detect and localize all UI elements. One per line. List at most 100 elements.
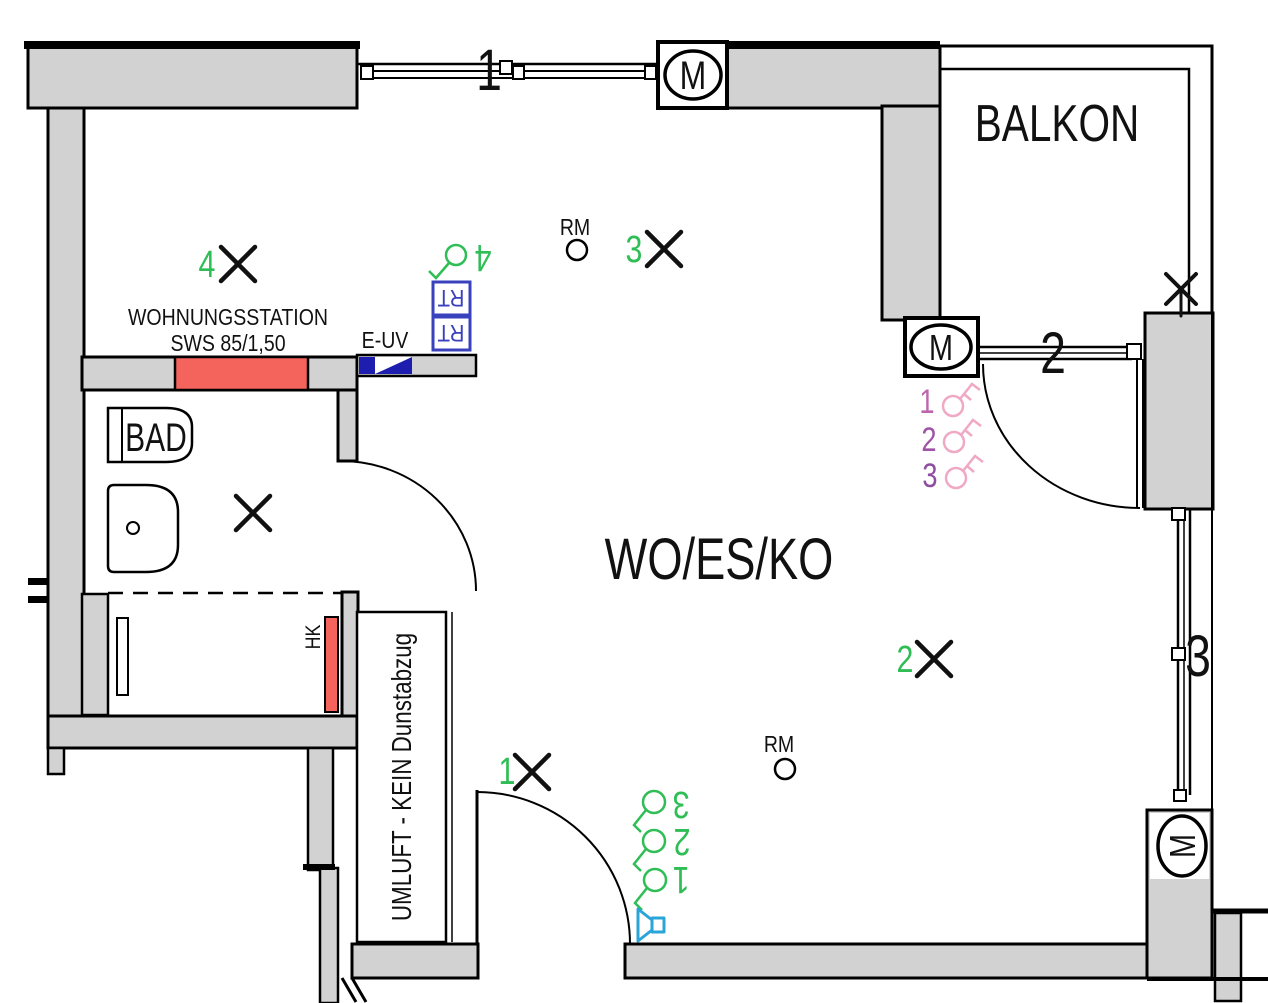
motor-window-3: M bbox=[1150, 813, 1209, 879]
switch-icon bbox=[641, 789, 667, 815]
ceiling-light-icon bbox=[218, 244, 258, 284]
window-2-number: 2 bbox=[1040, 321, 1066, 386]
e-uv-wedge-icon bbox=[375, 357, 412, 374]
light-number: 2 bbox=[897, 639, 914, 681]
rm-label: RM bbox=[560, 215, 590, 241]
wall-segment bbox=[1213, 911, 1243, 1003]
thermostat-rt-2: RT bbox=[431, 315, 472, 352]
ceiling-light-2: 2 bbox=[897, 639, 954, 681]
station-label-line1: WOHNUNGSSTATION bbox=[128, 305, 328, 331]
wall-segment bbox=[46, 106, 86, 721]
light-number: 3 bbox=[626, 229, 643, 271]
door-swing-arc bbox=[982, 363, 1141, 509]
smoke-detector-2: RM bbox=[764, 732, 797, 781]
wall-segment bbox=[318, 866, 340, 1003]
washbasin bbox=[106, 406, 194, 464]
wall-segment bbox=[721, 44, 942, 110]
motor-label: M bbox=[1162, 834, 1203, 858]
balcony-railing bbox=[940, 44, 1214, 313]
wall-segment bbox=[350, 942, 480, 980]
smoke-detector-icon bbox=[565, 238, 589, 262]
switch-icon bbox=[641, 828, 667, 854]
switch-lever bbox=[632, 809, 647, 833]
kitchen-note: UMLUFT - KEIN Dunstabzug bbox=[387, 633, 418, 921]
wall-tick bbox=[28, 578, 48, 585]
bath-door bbox=[340, 460, 477, 592]
switch-4 bbox=[428, 243, 468, 280]
balcony-switch-number: 3 bbox=[922, 456, 937, 495]
e-uv-label: E-UV bbox=[362, 328, 409, 354]
switch-icon bbox=[942, 430, 966, 454]
wall-segment bbox=[26, 44, 359, 110]
wall-segment bbox=[623, 942, 1149, 980]
wall-light-icon bbox=[1164, 272, 1198, 318]
entrance-switch-number: 1 bbox=[673, 858, 690, 900]
wall-segment bbox=[46, 746, 66, 776]
wall-segment bbox=[340, 590, 360, 721]
window-connector bbox=[1126, 343, 1142, 360]
switch-icon bbox=[444, 243, 468, 267]
window-3: 3 bbox=[1171, 313, 1213, 810]
wall-segment bbox=[880, 104, 942, 322]
window-connector bbox=[360, 65, 374, 80]
wall-segment bbox=[306, 746, 335, 872]
ceiling-light-icon bbox=[233, 493, 273, 533]
switch-icon bbox=[941, 394, 965, 418]
e-uv-unit: E-UV bbox=[355, 328, 478, 378]
room-label-living: WO/ES/KO bbox=[605, 528, 834, 593]
switch-lever bbox=[632, 848, 647, 872]
e-uv-box-icon bbox=[359, 357, 375, 374]
switch-lever bbox=[962, 454, 984, 472]
smoke-detector-1: RM bbox=[560, 215, 590, 262]
balcony-switch-group bbox=[941, 382, 984, 490]
entrance-door bbox=[475, 790, 631, 945]
window-connector bbox=[1171, 507, 1186, 521]
window-connector bbox=[512, 65, 525, 80]
radiator-hk bbox=[324, 616, 339, 713]
window-connector bbox=[644, 65, 657, 80]
entrance-switch-group bbox=[632, 789, 668, 911]
ceiling-light-icon bbox=[914, 639, 954, 679]
kitchen-unit: UMLUFT - KEIN Dunstabzug bbox=[355, 610, 453, 944]
switch-lever bbox=[428, 262, 450, 280]
balcony-switch-number: 1 bbox=[919, 382, 934, 421]
balcony-door bbox=[982, 359, 1144, 509]
motor-window-2: M bbox=[903, 316, 980, 378]
switch-lever bbox=[633, 887, 648, 911]
ceiling-light-4: 4 bbox=[199, 244, 258, 286]
motor-label: M bbox=[680, 53, 707, 98]
entrance-switch-number: 2 bbox=[674, 820, 691, 862]
switch-lever bbox=[959, 382, 981, 400]
wohnungsstation-block bbox=[173, 355, 310, 392]
wall-tick bbox=[28, 596, 48, 603]
ceiling-light-icon bbox=[512, 752, 552, 792]
light-number: 4 bbox=[199, 244, 216, 286]
motor-icon bbox=[663, 49, 723, 101]
rt-label: RT bbox=[437, 285, 464, 312]
smoke-detector-icon bbox=[773, 757, 797, 781]
bath-radiator-panel bbox=[116, 617, 129, 696]
shower-tray bbox=[106, 483, 180, 574]
motor-window-1: M bbox=[656, 40, 729, 110]
door-threshold-hatch bbox=[350, 977, 368, 1003]
switch-lever bbox=[960, 418, 982, 436]
wall-segment bbox=[336, 388, 359, 463]
motor-icon bbox=[1156, 814, 1208, 878]
switch-icon bbox=[944, 466, 968, 490]
rm-label: RM bbox=[764, 732, 794, 758]
window-3-number: 3 bbox=[1185, 624, 1211, 689]
door-swing-arc bbox=[476, 791, 631, 945]
drain-icon bbox=[126, 521, 140, 535]
wall-segment bbox=[46, 714, 359, 750]
switch-icon bbox=[642, 867, 668, 893]
walls bbox=[24, 41, 1268, 1003]
speaker-icon bbox=[636, 907, 666, 943]
window-2: 2 bbox=[978, 321, 1142, 386]
ceiling-light-3: 3 bbox=[626, 229, 684, 271]
motor-icon bbox=[909, 323, 973, 371]
station-label-line2: SWS 85/1,50 bbox=[170, 331, 285, 357]
wall-segment bbox=[80, 592, 110, 717]
room-label-balcony: BALKON bbox=[975, 94, 1140, 152]
room-label-bath: BAD bbox=[125, 416, 187, 460]
